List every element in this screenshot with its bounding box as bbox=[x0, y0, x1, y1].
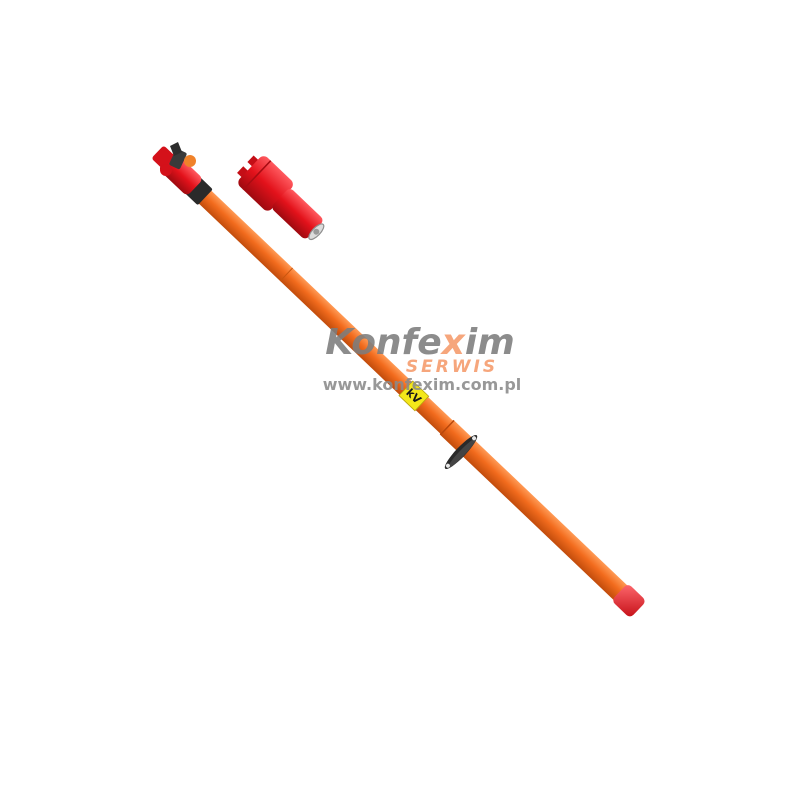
watermark-sub: SERWIS bbox=[406, 357, 498, 377]
pole-black-collar bbox=[185, 177, 213, 205]
watermark-brand-part2: x bbox=[440, 322, 467, 363]
adapter-body bbox=[238, 156, 293, 211]
pole-upper-section bbox=[197, 189, 454, 435]
kv-label-band bbox=[398, 380, 430, 412]
pole-lower-section bbox=[440, 420, 633, 605]
pole-end-cap bbox=[613, 585, 645, 617]
watermark-brand-part3: im bbox=[465, 322, 515, 363]
wing-nut-icon bbox=[160, 142, 196, 176]
watermark-url: www.konfexim.com.pl bbox=[323, 375, 522, 394]
adapter-head bbox=[237, 155, 325, 241]
watermark: Konfexim SERWIS www.konfexim.com.pl bbox=[323, 322, 522, 394]
adapter-neck bbox=[272, 189, 323, 239]
hand-guard-icon bbox=[444, 434, 478, 470]
watermark-brand-part1: Konfe bbox=[325, 322, 441, 363]
watermark-brand: Konfexim bbox=[325, 322, 514, 363]
telescopic-pole: kV bbox=[152, 146, 645, 617]
